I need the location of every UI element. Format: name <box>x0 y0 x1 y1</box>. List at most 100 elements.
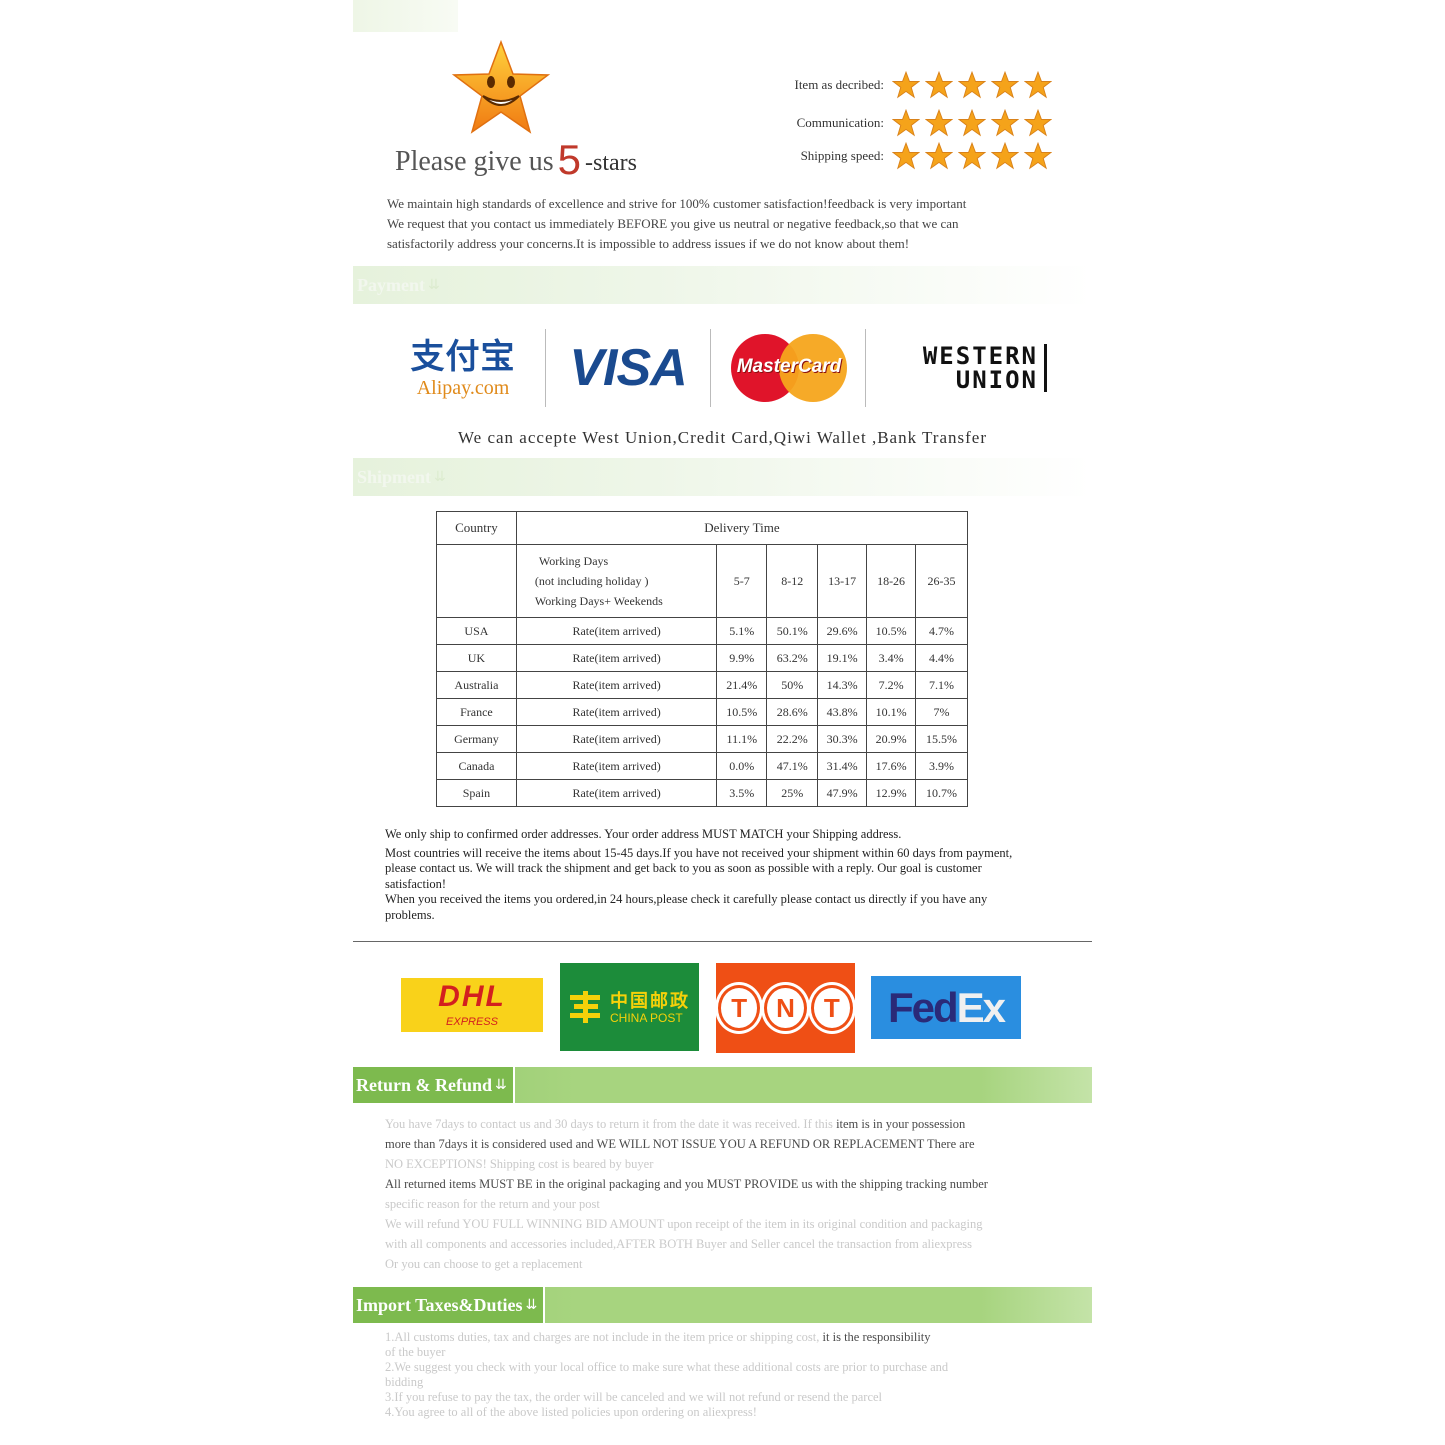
rate-cell: 50.1% <box>766 617 819 645</box>
policy-line: bidding <box>385 1375 1075 1390</box>
rating-label: Shipping speed: <box>800 148 884 163</box>
dhl-wordmark: DHL <box>438 980 506 1013</box>
shipping-note: When you received the items you ordered,… <box>385 892 988 922</box>
top-header-band <box>353 0 458 32</box>
policy-faint: 2.We suggest you check with your local o… <box>385 1360 949 1374</box>
rate-cell: 22.2% <box>766 725 819 753</box>
dhl-express-label: EXPRESS <box>446 1016 498 1028</box>
delivery-time-table: Country Delivery Time Working Days (not … <box>436 511 969 807</box>
prompt-suffix: -stars <box>585 150 637 176</box>
star-icon <box>925 109 953 137</box>
rate-cell: 10.7% <box>915 779 968 807</box>
policy-faint: specific reason for the return and your … <box>385 1197 600 1211</box>
range-header: 18-26 <box>866 544 917 618</box>
policy-faint: NO EXCEPTIONS! Shipping cost is beared b… <box>385 1157 654 1171</box>
policy-line: specific reason for the return and your … <box>385 1194 1075 1214</box>
policy-faint: 3.If you refuse to pay the tax, the orde… <box>385 1390 883 1404</box>
rate-cell: 4.7% <box>915 617 968 645</box>
policy-faint: You have 7days to contact us and 30 days… <box>385 1117 837 1131</box>
visa-logo: VISA <box>569 339 687 397</box>
intro-line: satisfactorily address your concerns.It … <box>387 236 910 251</box>
country-cell: Australia <box>436 671 517 699</box>
section-header-shipment: Shipment ⇊ <box>353 458 1092 496</box>
feedback-intro: We maintain high standards of excellence… <box>387 194 1067 254</box>
rating-row-item-described: Item as decribed: <box>768 71 1052 99</box>
rate-cell: 3.9% <box>915 752 968 780</box>
policy-line: 1.All customs duties, tax and charges ar… <box>385 1330 1075 1345</box>
policy-line: with all components and accessories incl… <box>385 1234 1075 1254</box>
rate-cell: 12.9% <box>866 779 917 807</box>
product-description-page: Please give us5-stars Item as decribed: … <box>353 0 1092 1445</box>
policy-line: 2.We suggest you check with your local o… <box>385 1360 1075 1375</box>
rate-cell: 25% <box>766 779 819 807</box>
policy-faint: Or you can choose to get a replacement <box>385 1257 583 1271</box>
rating-row-communication: Communication: <box>768 109 1052 137</box>
rate-cell: 7% <box>915 698 968 726</box>
rate-cell: 11.1% <box>716 725 768 753</box>
rate-cell: 7.2% <box>866 671 917 699</box>
star-icon <box>958 71 986 99</box>
china-post-en: CHINA POST <box>610 1011 683 1025</box>
empty-cell <box>436 544 517 618</box>
divider <box>545 329 546 407</box>
rate-cell: 19.1% <box>817 644 868 672</box>
rating-label: Communication: <box>796 115 884 130</box>
policy-line: Or you can choose to get a replacement <box>385 1254 1075 1274</box>
range-header: 13-17 <box>817 544 868 618</box>
rate-cell: 7.1% <box>915 671 968 699</box>
mastercard-logo: MasterCard <box>723 330 853 406</box>
double-chevron-down-icon: ⇊ <box>427 277 440 293</box>
section-header-import-taxes: Import Taxes&Duties ⇊ <box>353 1287 1092 1323</box>
policy-line: of the buyer <box>385 1345 1075 1360</box>
prompt-text: Please give us <box>395 146 554 177</box>
return-policy-text: You have 7days to contact us and 30 days… <box>385 1114 1075 1274</box>
star-icon <box>1024 109 1052 137</box>
smiling-star-mascot-icon <box>451 40 551 134</box>
rate-cell: 47.9% <box>817 779 868 807</box>
policy-line: NO EXCEPTIONS! Shipping cost is beared b… <box>385 1154 1075 1174</box>
range-header: 8-12 <box>766 544 819 618</box>
rate-cell: 10.1% <box>866 698 917 726</box>
rate-label-cell: Rate(item arrived) <box>515 644 718 672</box>
double-chevron-down-icon: ⇊ <box>525 1297 538 1313</box>
column-header-delivery-time: Delivery Time <box>515 511 969 545</box>
star-icon <box>958 142 986 170</box>
table-row: Germany Rate(item arrived) 11.1% 22.2% 3… <box>436 725 968 753</box>
section-title: Payment <box>357 274 425 295</box>
prompt-number: 5 <box>557 136 581 183</box>
payment-methods-caption: We can accepte West Union,Credit Card,Qi… <box>457 428 987 447</box>
western-union-logo: WESTERN UNION <box>878 344 1047 392</box>
policy-faint: of the buyer <box>385 1345 446 1359</box>
note-line: Working Days+ Weekends <box>534 594 663 608</box>
divider <box>710 329 711 407</box>
policy-dark: more than 7days it is considered used an… <box>385 1137 975 1151</box>
rate-cell: 15.5% <box>915 725 968 753</box>
section-header-return-refund: Return & Refund ⇊ <box>353 1067 1092 1103</box>
shipping-notes: We only ship to confirmed order addresse… <box>385 827 1035 923</box>
section-title: Return & Refund <box>356 1074 493 1095</box>
rate-cell: 63.2% <box>766 644 819 672</box>
country-cell: USA <box>436 617 517 645</box>
table-row: Canada Rate(item arrived) 0.0% 47.1% 31.… <box>436 752 968 780</box>
rate-cell: 30.3% <box>817 725 868 753</box>
table-row: Australia Rate(item arrived) 21.4% 50% 1… <box>436 671 968 699</box>
rate-label-cell: Rate(item arrived) <box>515 752 718 780</box>
star-icon <box>991 71 1019 99</box>
section-tab: Return & Refund ⇊ <box>353 1067 515 1103</box>
rate-cell: 43.8% <box>817 698 868 726</box>
divider <box>353 941 1092 942</box>
import-taxes-text: 1.All customs duties, tax and charges ar… <box>385 1330 1075 1420</box>
rate-label-cell: Rate(item arrived) <box>515 617 718 645</box>
china-post-cn: 中国邮政 <box>610 991 690 1012</box>
western-union-line-1: WESTERN <box>922 342 1038 370</box>
policy-faint: bidding <box>385 1375 424 1389</box>
rate-cell: 20.9% <box>866 725 917 753</box>
rating-stars <box>892 109 1052 137</box>
fedex-ex: Ex <box>956 983 1006 1031</box>
alipay-logo: 支付宝 Alipay.com <box>393 337 533 399</box>
mastercard-yellow-circle <box>779 334 847 402</box>
note-line: Working Days <box>538 554 609 568</box>
table-header-row: Country Delivery Time <box>436 511 969 545</box>
star-icon <box>892 71 920 99</box>
